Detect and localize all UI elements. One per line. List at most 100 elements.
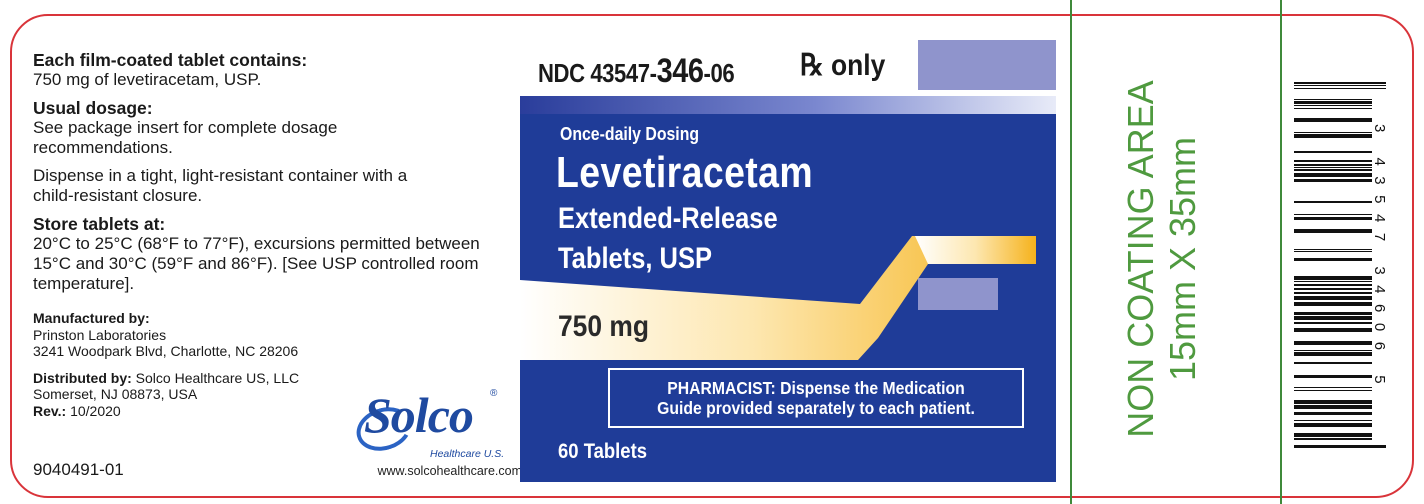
barcode-bar [1294,281,1372,282]
barcode-bar [1294,433,1372,437]
barcode-bar [1294,387,1372,388]
barcode-bar [1294,85,1386,86]
barcode-bar [1294,173,1372,177]
storage-text: 20°C to 25°C (68°F to 77°F), excursions … [33,234,480,293]
company-url: www.solcohealthcare.com [377,464,522,478]
barcode-bar [1294,101,1372,104]
dosage-heading: Usual dosage: [33,98,153,118]
barcode-bar [1294,400,1372,404]
composition-block: Each film-coated tablet contains: 750 mg… [33,50,513,90]
barcode-bar [1294,405,1372,409]
barcode-bar [1294,296,1372,300]
barcode-bar [1294,132,1372,133]
barcode-bar [1294,88,1386,89]
product-panel: Once-daily Dosing Levetiracetam Extended… [520,114,1056,482]
barcode-bar [1294,167,1372,168]
composition-text: 750 mg of levetiracetam, USP. [33,70,262,89]
barcode-bar [1294,420,1372,421]
barcode-bar [1294,201,1372,203]
trim-guide-right [1280,0,1282,504]
barcode-bar [1294,251,1372,252]
barcode-bar [1294,390,1372,391]
barcode-bar [1294,322,1372,324]
barcode-bar [1294,82,1386,84]
non-coating-line-1: NON COATING AREA [1120,80,1161,438]
barcode-bar [1294,105,1372,106]
barcode-bar [1294,341,1372,345]
left-info-column: Each film-coated tablet contains: 750 mg… [33,50,513,419]
barcode-bar [1294,412,1372,415]
label-frame [10,14,1414,498]
storage-block: Store tablets at: 20°C to 25°C (68°F to … [33,214,513,294]
barcode-bar [1294,445,1386,448]
manufacturer-heading: Manufactured by: [33,310,150,326]
barcode-bar [1294,292,1372,294]
barcode-bar [1294,276,1372,280]
barcode-bar [1294,217,1372,220]
barcode-bar [1294,312,1372,315]
pharmacist-notice: PHARMACIST: Dispense the Medication Guid… [608,368,1024,428]
barcode-bar [1294,151,1372,153]
barcode-bar [1294,258,1372,261]
manufacturer-name: Prinston Laboratories [33,326,167,343]
dosage-form: Tablets, USP [558,242,712,275]
distributor-name: Solco Healthcare US, LLC [135,369,300,386]
barcode [1294,82,1386,448]
barcode-bar [1294,229,1372,233]
ndc-product: 346 [656,52,704,90]
composition-heading: Each film-coated tablet contains: [33,50,308,70]
gold-swoosh-graphic [520,236,1036,360]
barcode-bar [1294,99,1372,100]
storage-heading: Store tablets at: [33,214,166,234]
release-type: Extended-Release [558,202,778,235]
barcode-bar [1294,302,1372,306]
barcode-bar [1294,316,1372,320]
barcode-bar [1294,438,1372,440]
rx-only: ℞ only [800,49,886,82]
barcode-bar [1294,288,1372,290]
barcode-bar [1294,328,1372,332]
distributor-block: Distributed by: Solco Healthcare US, LLC… [33,370,513,420]
non-coating-line-2: 15mm X 35mm [1162,136,1203,382]
barcode-bar [1294,350,1372,351]
strength: 750 mg [558,310,649,343]
barcode-bar [1294,134,1372,138]
barcode-bar [1294,179,1372,182]
barcode-bar [1294,164,1372,166]
revision-label: Rev.: [33,402,67,419]
tablet-count: 60 Tablets [558,440,648,463]
ndc-number: NDC 43547-346-06 [538,52,735,91]
color-swatch-mid [918,278,998,310]
barcode-bar [1294,118,1372,122]
barcode-digits: 3 43547 34606 5 [1371,123,1388,395]
dosage-text: See package insert for complete dosage r… [33,118,338,157]
ndc-suffix: -06 [703,58,735,88]
barcode-bar [1294,108,1372,109]
barcode-bar [1294,423,1372,427]
barcode-bar [1294,375,1372,378]
lot-code: 9040491-01 [33,460,124,479]
barcode-bar [1294,249,1372,250]
once-daily-text: Once-daily Dosing [560,124,700,144]
logo-brand: Solco [364,387,474,443]
dispense-text: Dispense in a tight, light-resistant con… [33,166,408,205]
gradient-band [520,96,1056,116]
pharmacist-line-2: Guide provided separately to each patien… [657,398,975,418]
trim-guide-left [1070,0,1072,504]
ndc-prefix: NDC 43547- [538,58,657,88]
dispense-block: Dispense in a tight, light-resistant con… [33,166,513,206]
revision-date: 10/2020 [70,402,121,419]
color-swatch-top [918,40,1056,90]
non-coating-area: NON COATING AREA 15mm X 35mm [1120,69,1230,449]
barcode-bar [1294,214,1372,215]
barcode-bar [1294,169,1372,171]
dosage-block: Usual dosage: See package insert for com… [33,98,513,158]
solco-logo: Solco ® Healthcare U.S. www.solcohealthc… [344,386,522,486]
manufacturer-block: Manufactured by: Prinston Laboratories 3… [33,310,513,360]
logo-subtitle: Healthcare U.S. [430,448,505,460]
barcode-bar [1294,284,1372,286]
distributor-address: Somerset, NJ 08873, USA [33,386,198,402]
barcode-bar [1294,160,1372,162]
barcode-bar [1294,362,1372,364]
pharmacist-line-1: PHARMACIST: Dispense the Medication [667,378,965,398]
